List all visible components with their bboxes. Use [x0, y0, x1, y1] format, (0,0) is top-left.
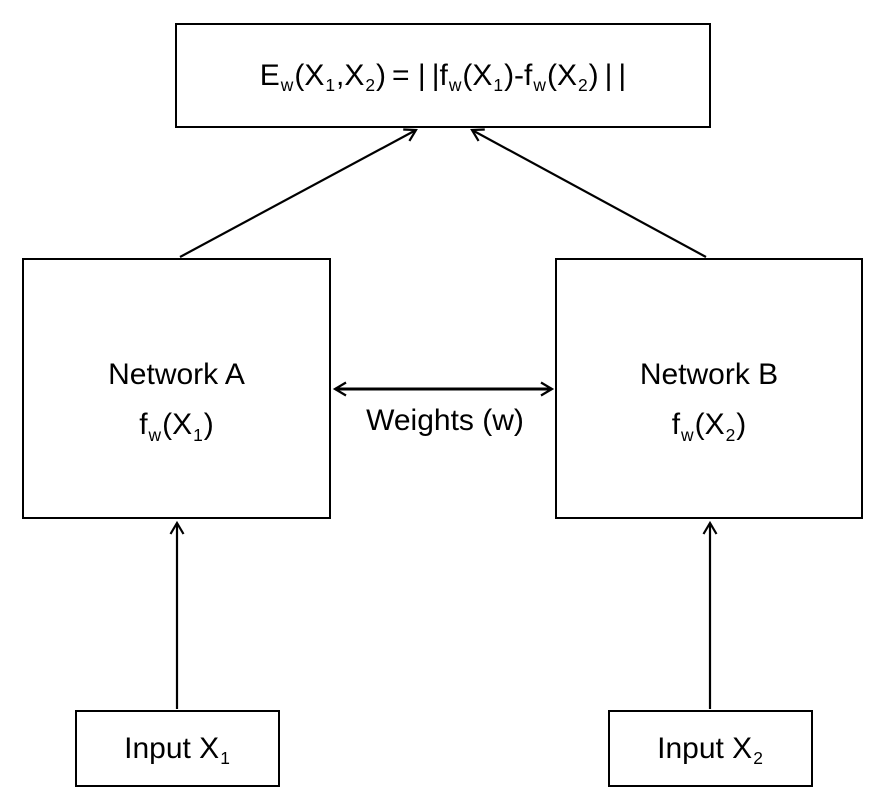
- shared-weights-label: Weights (w): [366, 404, 524, 437]
- input-x1-box: Input X1: [75, 710, 280, 787]
- subscript: 1: [220, 748, 230, 769]
- subscript: 1: [493, 75, 504, 96]
- network-b-title: Network B: [639, 358, 779, 391]
- subscript: 2: [725, 424, 736, 445]
- arrow-network-a-to-energy: [179, 128, 418, 258]
- network-a-title: Network A: [108, 358, 245, 391]
- network-b-function: fw(X2): [671, 408, 747, 445]
- subscript: w: [448, 75, 462, 96]
- subscript: 1: [193, 424, 203, 445]
- arrow-network-b-to-energy: [470, 128, 707, 258]
- input-x2-label: Input X2: [657, 731, 763, 769]
- subscript: 2: [753, 748, 763, 769]
- subscript: w: [280, 75, 294, 96]
- network-a-function: fw(X1): [139, 408, 214, 445]
- energy-formula: Ew(X1,X2) = | |fw(X1)-fw(X2) | |: [259, 58, 627, 96]
- subscript: w: [148, 424, 162, 445]
- subscript: w: [681, 424, 694, 445]
- input-x1-label: Input X1: [124, 731, 230, 769]
- subscript: 2: [577, 75, 588, 96]
- energy-function-box: Ew(X1,X2) = | |fw(X1)-fw(X2) | |: [175, 23, 711, 128]
- input-x2-box: Input X2: [608, 710, 813, 787]
- subscript: 1: [325, 75, 336, 96]
- subscript: 2: [365, 75, 376, 96]
- network-a-box: Network A fw(X1): [22, 258, 331, 519]
- network-b-box: Network B fw(X2): [555, 258, 863, 519]
- subscript: w: [533, 75, 546, 96]
